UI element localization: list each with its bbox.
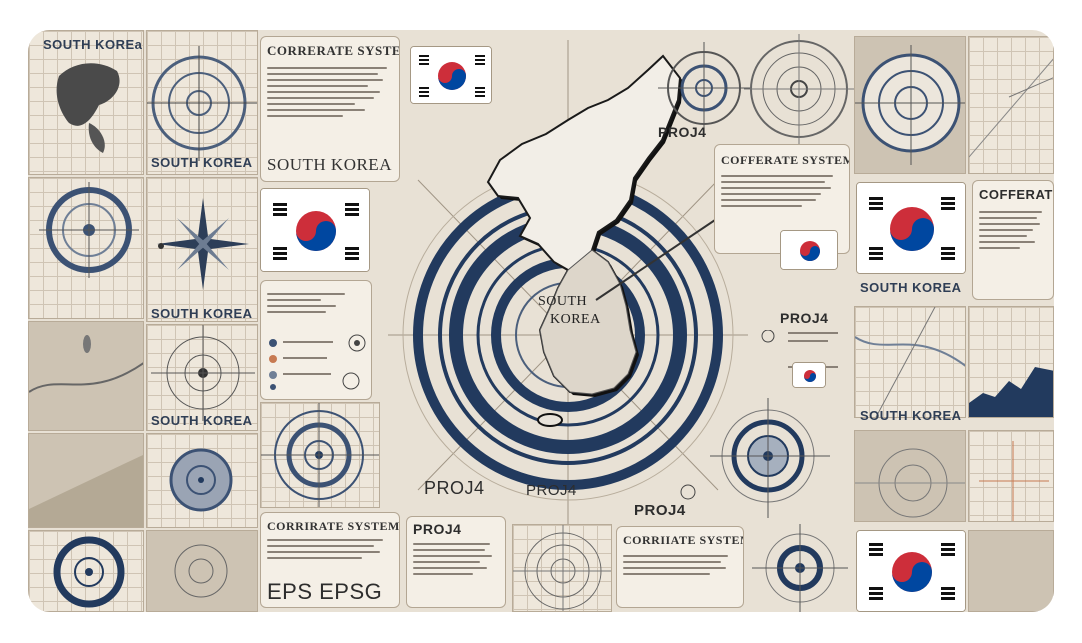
terrain-tile-1 (28, 321, 144, 431)
proj-card: PROJ4 (406, 516, 506, 608)
south-korea-corner-label: SOUTH KOREa (43, 37, 143, 52)
chart-tile-right (968, 36, 1054, 174)
south-korea-flag-icon (780, 230, 838, 270)
compass-tile: SOUTH KOREA (146, 177, 258, 322)
south-korea-flag-icon (410, 46, 492, 104)
target-reticle-icon (53, 536, 125, 608)
target-reticle-icon (147, 46, 257, 161)
epsg-label: EPS EPSG (267, 579, 383, 604)
proj-label-4: PROJ4 (526, 482, 577, 499)
terrain-tile-2 (28, 433, 144, 528)
south-korea-label-1: SOUTH KOREA (151, 155, 253, 170)
proj-label-6: PROJ4 (413, 521, 462, 537)
proj-label-1: PROJ4 (658, 124, 707, 140)
paper-tile-right (968, 530, 1054, 612)
legend-dots (269, 334, 366, 390)
coordinate-systems-card-3: COFFERATE (972, 180, 1054, 300)
sea-chart-tile (146, 530, 258, 612)
target-reticle-icon (513, 525, 611, 611)
south-korea-map-icon (486, 54, 683, 427)
slope-icon (29, 454, 143, 527)
line-chart-tile (968, 306, 1054, 418)
crosshair-tile: SOUTH KOREA (146, 324, 258, 431)
coordinate-systems-card-4: CORRIRATE SYSTEMS EPS EPSG (260, 512, 400, 608)
sea-tile-right (854, 430, 966, 522)
map-label-south: SOUTH (538, 294, 588, 309)
target-reticle-icon (710, 398, 830, 518)
target-tile-2 (28, 530, 144, 612)
proj-label-3: PROJ4 (424, 478, 485, 498)
target-reticle-icon (174, 544, 228, 598)
target-reticle-icon (752, 524, 848, 612)
target-tile-1 (28, 177, 144, 319)
target-tile-4 (260, 402, 380, 508)
proj-label-2: PROJ4 (780, 310, 829, 326)
coordinate-systems-title-3: COFFERATE (979, 187, 1054, 202)
south-korea-label-4: SOUTH KOREA (267, 155, 392, 174)
target-reticle-icon (151, 325, 255, 421)
south-korea-flag-icon (260, 188, 370, 272)
target-reticle-icon (855, 45, 965, 165)
target-reticle-icon (261, 403, 379, 507)
south-korea-flag-icon (856, 530, 966, 612)
text-lines (267, 63, 393, 121)
topo-tile-right (854, 306, 966, 418)
coordinate-systems-card-5: CORRIIATE SYSTEMS (616, 526, 744, 608)
coordinate-systems-title-2: COFFERATE SYSTEMS (721, 153, 850, 167)
south-korea-label-6: SOUTH KOREA (860, 408, 962, 423)
sonar-tile (512, 524, 612, 612)
world-map-tile: SOUTH KOREa (28, 30, 144, 175)
coordinate-systems-title-4: CORRIRATE SYSTEMS (267, 519, 400, 533)
area-chart-icon (969, 367, 1053, 417)
south-korea-label-3: SOUTH KOREA (151, 413, 253, 428)
scale-marks (761, 330, 838, 368)
target-reticle-icon (680, 484, 696, 500)
legend-card (260, 280, 372, 400)
crosshair-icon (979, 441, 1049, 521)
collage-frame: SOUTH KOREa (28, 30, 1054, 612)
proj-label-5: PROJ4 (634, 502, 686, 519)
coordinate-systems-title-1: CORRERATE SYSTEMS (267, 43, 400, 58)
south-korea-flag-icon (792, 362, 826, 388)
south-korea-label-2: SOUTH KOREA (151, 306, 253, 321)
coordinate-systems-title-5: CORRIIATE SYSTEMS (623, 533, 743, 547)
south-korea-label-5: SOUTH KOREA (860, 280, 962, 295)
target-reticle-icon (744, 34, 854, 144)
terrain-icon (969, 58, 1053, 158)
terrain-icon (29, 335, 143, 393)
pointer-line (595, 217, 719, 301)
radar-tile: SOUTH KOREA (146, 30, 258, 175)
target-reticle-icon (855, 448, 965, 518)
terrain-icon (855, 307, 965, 417)
target-tile-3 (146, 433, 258, 528)
target-reticle-icon (658, 42, 750, 134)
grid-tile-right (968, 430, 1054, 522)
compass-rose-icon (157, 198, 249, 290)
world-map-icon (56, 63, 120, 153)
coordinate-systems-card-1: CORRERATE SYSTEMS SOUTH KOREA (260, 36, 400, 182)
south-korea-flag-icon (856, 182, 966, 274)
radar-tile-right (854, 36, 966, 174)
map-label-korea: KOREA (550, 312, 601, 327)
target-reticle-icon (169, 448, 233, 512)
target-reticle-icon (39, 182, 139, 278)
